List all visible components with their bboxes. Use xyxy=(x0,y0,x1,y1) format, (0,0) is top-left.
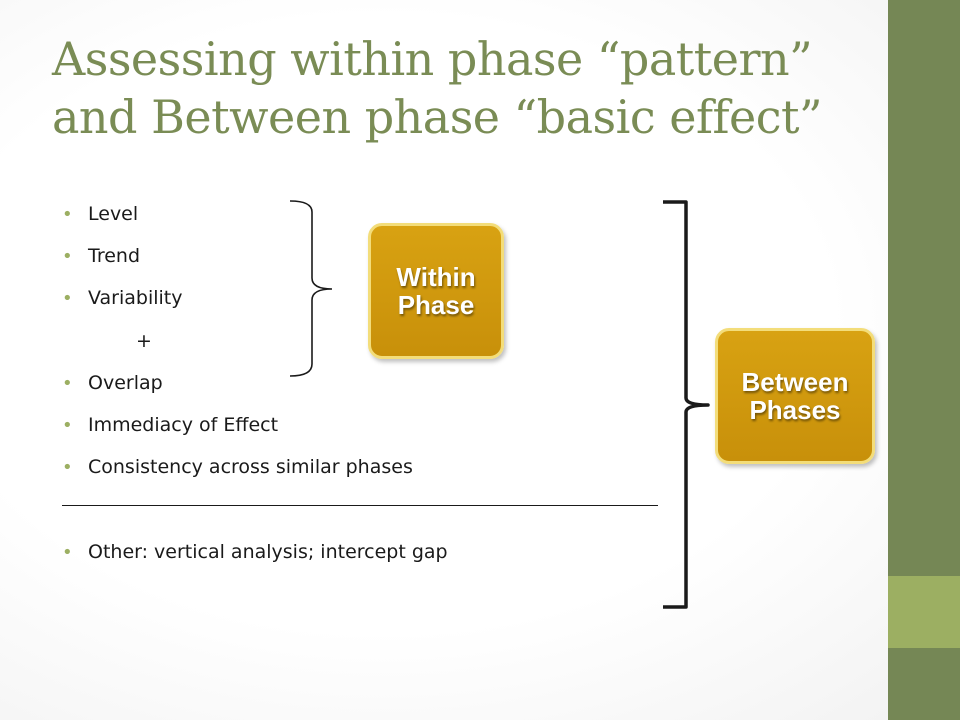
bullet-text: Variability xyxy=(88,287,183,309)
list-item: • Immediacy of Effect xyxy=(62,413,278,438)
within-phase-label: Within Phase xyxy=(396,262,476,320)
bullet-dot-icon: • xyxy=(62,542,73,563)
list-item: • Other: vertical analysis; intercept gap xyxy=(62,540,448,565)
bullet-text: Trend xyxy=(88,245,140,267)
bullet-dot-icon: • xyxy=(62,415,73,436)
title-line-1: Assessing within phase “pattern” xyxy=(52,32,813,86)
list-item: • Variability xyxy=(62,286,183,311)
brace-graphics xyxy=(289,200,710,609)
bullet-dot-icon: • xyxy=(62,373,73,394)
bullet-dot-icon: • xyxy=(62,246,73,267)
list-item: • Consistency across similar phases xyxy=(62,455,413,480)
between-phases-label: Between Phases xyxy=(741,367,849,425)
within-brace-icon xyxy=(289,200,333,377)
bullet-text: Overlap xyxy=(88,372,163,394)
separator-line xyxy=(62,505,658,506)
slide-title: Assessing within phase “pattern” and Bet… xyxy=(52,30,882,146)
side-accent-block xyxy=(888,576,960,648)
bullet-dot-icon: • xyxy=(62,288,73,309)
bullet-text: Level xyxy=(88,203,139,225)
between-phases-box: Between Phases xyxy=(715,328,875,464)
bullet-text: Immediacy of Effect xyxy=(88,414,279,436)
between-brace-icon xyxy=(663,200,710,609)
list-item: • Overlap xyxy=(62,371,163,396)
plus-sign: + xyxy=(136,330,152,352)
list-item: • Level xyxy=(62,202,138,227)
title-line-2: and Between phase “basic effect” xyxy=(52,90,823,144)
bullet-dot-icon: • xyxy=(62,457,73,478)
bullet-text: Consistency across similar phases xyxy=(88,456,413,478)
bullet-text: Other: vertical analysis; intercept gap xyxy=(88,541,448,563)
within-phase-box: Within Phase xyxy=(368,223,504,359)
list-item: • Trend xyxy=(62,244,140,269)
bullet-dot-icon: • xyxy=(62,204,73,225)
